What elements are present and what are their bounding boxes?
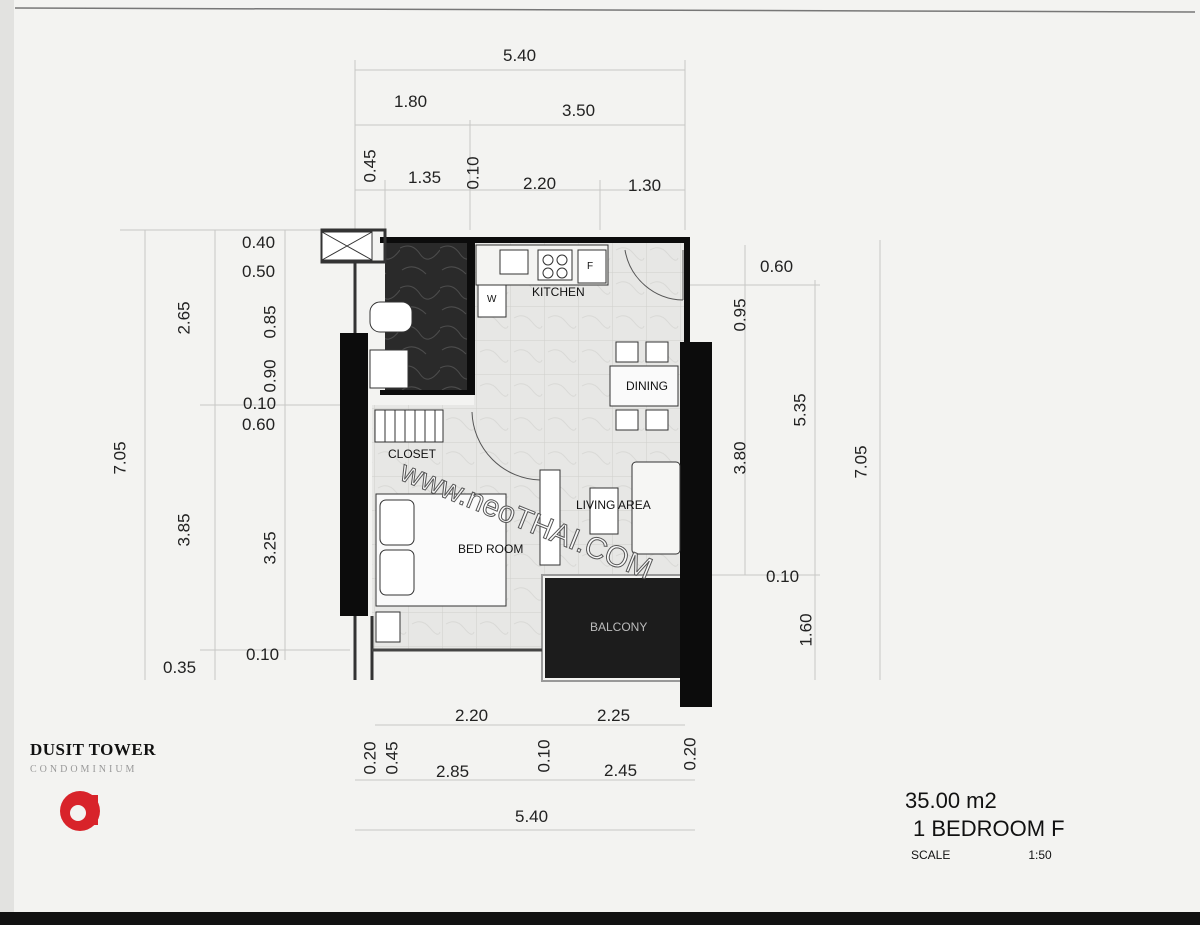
kitchen-sink	[499, 249, 529, 275]
sheet-edge	[14, 7, 1196, 13]
dim-bottom-row1-left: 2.20	[455, 706, 489, 725]
room-label-kitchen: KITCHEN	[532, 285, 585, 299]
dim-top-row2-left: 1.80	[394, 92, 428, 111]
dim-right-inner-4: 0.10	[766, 567, 800, 586]
bathroom-wall	[467, 240, 475, 395]
fridge-label: F	[587, 261, 594, 272]
balcony-floor	[545, 578, 680, 678]
dim-right-inner-3: 3.80	[730, 441, 750, 475]
brand-subtitle: CONDOMINIUM	[30, 764, 138, 775]
dim-top-row3-a: 0.45	[360, 149, 380, 183]
title-block: 35.00 m2 1 BEDROOM F SCALE 1:50	[905, 788, 1065, 862]
unit-area: 35.00 m2	[905, 788, 997, 813]
fridge	[577, 249, 607, 284]
dim-bottom-row2-e: 2.45	[604, 761, 638, 780]
kitchen-wall-east	[684, 243, 690, 343]
bath-partition	[380, 390, 475, 395]
dim-bottom-row2-c: 2.85	[436, 762, 470, 781]
sofa	[631, 461, 681, 555]
dim-top-row3-d: 2.20	[523, 174, 557, 193]
dim-right-outer-mid: 5.35	[790, 393, 810, 427]
dim-right-inner-2: 0.95	[730, 298, 750, 332]
dim-left-outer-top: 2.65	[174, 301, 194, 335]
washer-label: W	[487, 294, 497, 305]
tv-cabinet	[539, 469, 561, 566]
dim-right-outer-total: 7.05	[851, 445, 871, 479]
bottom-edge-band	[0, 912, 1200, 925]
dim-top-overall: 5.40	[503, 46, 537, 65]
dim-top-row3-b: 1.35	[408, 168, 442, 187]
unit-type: 1 BEDROOM F	[913, 816, 1065, 841]
dim-left-outer-total: 7.05	[110, 441, 130, 475]
dim-left-outer-base: 0.35	[163, 658, 197, 677]
nightstand	[375, 611, 401, 643]
room-label-bedroom: BED ROOM	[458, 542, 524, 556]
dim-left-inner-5: 0.10	[243, 394, 277, 413]
dim-bottom-row1-right: 2.25	[597, 706, 631, 725]
bedroom-door-swing	[471, 411, 541, 481]
dim-top-row3-e: 1.30	[628, 176, 662, 195]
top-wall	[380, 237, 690, 243]
west-wall-block	[340, 333, 368, 616]
dim-left-inner-1: 0.40	[242, 233, 276, 252]
dimension-guides	[120, 60, 881, 831]
dim-left-inner-8: 0.10	[246, 645, 280, 664]
brand-block: DUSIT TOWER CONDOMINIUM	[30, 740, 156, 841]
east-wall-block	[680, 342, 712, 707]
room-label-balcony: BALCONY	[590, 620, 648, 634]
closet	[374, 409, 444, 443]
dim-top-row3-c: 0.10	[463, 156, 483, 190]
dim-right-inner-5: 1.60	[796, 613, 816, 647]
dim-left-inner-3: 0.85	[260, 305, 280, 339]
dim-left-inner-2: 0.50	[242, 262, 276, 281]
room-label-closet: CLOSET	[388, 447, 437, 461]
coffee-table	[589, 487, 619, 535]
toilet	[369, 301, 413, 333]
dim-right-inner-1: 0.60	[760, 257, 794, 276]
left-binding-band	[0, 0, 14, 912]
dim-top-row2-right: 3.50	[562, 101, 596, 120]
dim-left-inner-6: 0.60	[242, 415, 276, 434]
brand-name: DUSIT TOWER	[30, 740, 156, 759]
scale-row: SCALE 1:50	[911, 848, 1065, 862]
room-label-dining: DINING	[626, 379, 668, 393]
basin-counter	[369, 349, 409, 389]
dim-bottom-row2-a: 0.20	[360, 741, 380, 775]
dim-bottom-row2-f: 0.20	[680, 737, 700, 771]
washer	[477, 284, 507, 318]
room-label-living: LIVING AREA	[576, 498, 651, 512]
west-wall-line	[353, 262, 374, 680]
dim-left-outer-bottom: 3.85	[174, 513, 194, 547]
dim-bottom-overall: 5.40	[515, 807, 549, 826]
dim-bottom-row2-d: 0.10	[534, 739, 554, 773]
scale-label: SCALE	[911, 848, 951, 862]
dim-left-inner-4: 0.90	[260, 359, 280, 393]
dim-left-inner-7: 3.25	[260, 531, 280, 565]
dim-bottom-row2-b: 0.45	[382, 741, 402, 775]
dining-table	[609, 365, 679, 407]
cooktop	[537, 249, 573, 281]
scale-value: 1:50	[1028, 848, 1052, 862]
entry-door-swing	[624, 249, 684, 301]
architect-logo	[60, 791, 100, 831]
